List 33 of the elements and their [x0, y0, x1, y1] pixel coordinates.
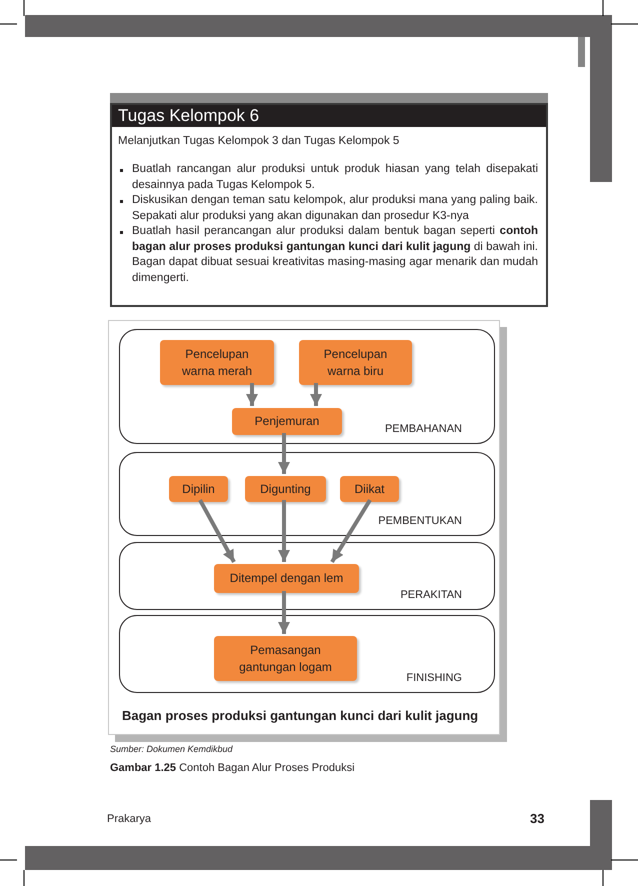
- footer-text: Prakarya: [107, 812, 152, 827]
- process-box: Penjemuran: [232, 408, 342, 435]
- figure-caption: Gambar 1.25 Contoh Bagan Alur Proses Produksi: [110, 761, 355, 776]
- stage-band: [119, 329, 495, 444]
- arrow: [278, 591, 290, 634]
- stage-band: [119, 615, 495, 693]
- stage-label: FINISHING: [406, 670, 462, 686]
- process-box: Pencelupan warna merah: [160, 340, 274, 385]
- process-box: Diikat: [340, 476, 399, 502]
- stage-band: [119, 542, 495, 610]
- arrow: [330, 498, 372, 564]
- process-box: Dipilin: [169, 476, 228, 502]
- bullet-text: Buatlah hasil perancangan alur produksi dalam bentuk bagan seperti contoh bagan alur proses produksi gantungan kunci dari kulit jagung di bawah ini. Bagan dapat dibuat sesuai kreativitas masing-masing agar menarik dan mudah dimengerti.: [132, 224, 538, 286]
- arrow: [278, 500, 290, 562]
- process-box: Ditempel dengan lem: [214, 564, 359, 593]
- stage-label: PERAKITAN: [400, 588, 462, 602]
- source-note: Sumber: Dokumen Kemdikbud: [110, 743, 233, 756]
- arrow: [278, 433, 290, 474]
- panel-label: Bagan proses produksi gantungan kunci dari kulit jagung: [122, 707, 478, 725]
- intro-text: Melanjutkan Tugas Kelompok 3 dan Tugas Kelompok 5: [117, 134, 400, 149]
- stage-label: PEMBENTUKAN: [378, 514, 462, 528]
- arrow: [246, 383, 258, 406]
- page-number: 33: [530, 810, 544, 828]
- stage-band: [119, 452, 495, 536]
- bullet-text: Buatlah rancangan alur produksi untuk produk hiasan yang telah disepakati desainnya pada Tugas Kelompok 5.: [132, 162, 538, 193]
- task-heading: Tugas Kelompok 6: [112, 105, 546, 127]
- process-box: Digunting: [245, 476, 326, 502]
- task-box: [110, 103, 548, 307]
- process-box: Pencelupan warna biru: [299, 340, 412, 385]
- arrow: [198, 499, 236, 563]
- stage-label: PEMBAHANAN: [384, 422, 462, 436]
- process-box: Pemasangan gantungan logam: [214, 636, 357, 681]
- arrow: [310, 383, 322, 406]
